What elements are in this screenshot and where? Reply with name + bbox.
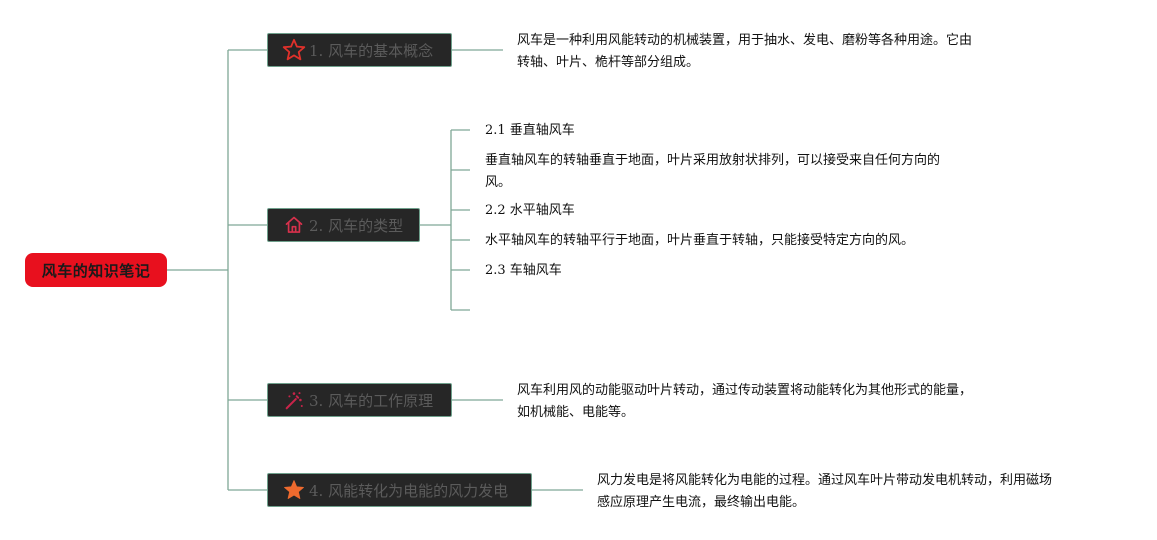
sub-item-label: 2.2 水平轴风车 (485, 203, 575, 218)
star-outline-icon (281, 38, 306, 63)
description-line: 感应原理产生电流，最终输出电能。 (597, 495, 806, 510)
sub-item-horizontal-axis-desc[interactable]: 水平轴风车的转轴平行于地面，叶片垂直于转轴，只能接受特定方向的风。 (485, 230, 914, 252)
branch-label: 1. 风车的基本概念 (309, 41, 434, 60)
branch-4-description: 风力发电是将风能转化为电能的过程。通过风车叶片带动发电机转动，利用磁场 感应原理… (597, 470, 1052, 514)
branch-node-types[interactable]: 2. 风车的类型 (267, 208, 420, 242)
sub-item-label: 2.3 车轴风车 (485, 263, 562, 278)
branch-3-description: 风车利用风的动能驱动叶片转动，通过传动装置将动能转化为其他形式的能量， 如机械能… (517, 380, 972, 424)
branch-node-basic-concept[interactable]: 1. 风车的基本概念 (267, 33, 452, 67)
sub-item-horizontal-axis[interactable]: 2.2 水平轴风车 (485, 200, 575, 222)
branch-label: 3. 风车的工作原理 (309, 391, 434, 410)
sub-item-axle[interactable]: 2.3 车轴风车 (485, 260, 562, 282)
branch-node-working-principle[interactable]: 3. 风车的工作原理 (267, 383, 452, 417)
branch-label: 2. 风车的类型 (309, 216, 404, 235)
sub-item-vertical-axis-desc[interactable]: 垂直轴风车的转轴垂直于地面，叶片采用放射状排列，可以接受来自任何方向的 风。 (485, 150, 940, 194)
description-line: 风车是一种利用风能转动的机械装置，用于抽水、发电、磨粉等各种用途。它由 (517, 33, 973, 48)
magic-wand-icon (281, 388, 306, 413)
description-line: 如机械能、电能等。 (517, 405, 635, 420)
star-filled-icon (281, 478, 306, 503)
home-icon (281, 213, 306, 238)
description-line: 风车利用风的动能驱动叶片转动，通过传动装置将动能转化为其他形式的能量， (517, 383, 973, 398)
root-node[interactable]: 风车的知识笔记 (25, 253, 167, 287)
sub-item-vertical-axis[interactable]: 2.1 垂直轴风车 (485, 120, 575, 142)
sub-item-label: 2.1 垂直轴风车 (485, 123, 575, 138)
sub-item-line: 水平轴风车的转轴平行于地面，叶片垂直于转轴，只能接受特定方向的风。 (485, 233, 915, 248)
sub-item-line: 风。 (485, 175, 512, 190)
sub-item-line: 垂直轴风车的转轴垂直于地面，叶片采用放射状排列，可以接受来自任何方向的 (485, 153, 941, 168)
root-label: 风车的知识笔记 (41, 261, 151, 280)
description-line: 风力发电是将风能转化为电能的过程。通过风车叶片带动发电机转动，利用磁场 (597, 473, 1053, 488)
branch-1-description: 风车是一种利用风能转动的机械装置，用于抽水、发电、磨粉等各种用途。它由 转轴、叶… (517, 30, 972, 74)
branch-node-wind-power[interactable]: 4. 风能转化为电能的风力发电 (267, 473, 532, 507)
description-line: 转轴、叶片、桅杆等部分组成。 (517, 55, 700, 70)
branch-label: 4. 风能转化为电能的风力发电 (309, 481, 509, 500)
